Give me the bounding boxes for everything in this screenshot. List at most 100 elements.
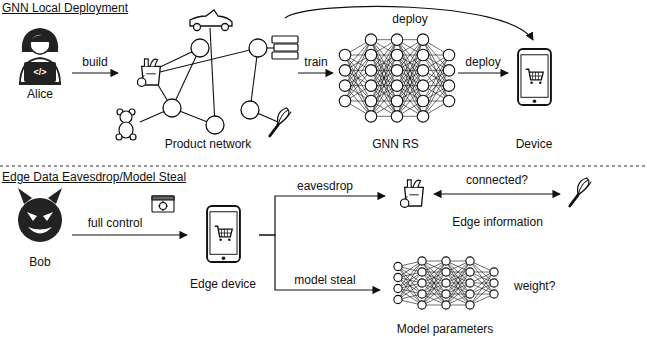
teddy-icon [116, 134, 122, 140]
annotation: </> [33, 67, 46, 78]
network-neuron [443, 80, 455, 92]
network-link [423, 55, 449, 101]
network-neuron [394, 273, 402, 281]
network-neuron [417, 111, 429, 123]
network-neuron [339, 80, 351, 92]
network-neuron [442, 279, 450, 287]
network-neuron [391, 34, 403, 46]
graph-vertices [249, 39, 267, 57]
network-link [397, 70, 423, 116]
edge-label: eavesdrop [296, 180, 354, 193]
icon-node: Bob [8, 186, 72, 270]
grocery-icon [400, 180, 423, 208]
network-neuron [442, 301, 450, 309]
connection-arrow [434, 193, 560, 194]
network-neuron [391, 65, 403, 77]
edge-label: train [303, 56, 328, 69]
node-label: Alice [27, 87, 53, 102]
node-label: Edge information [452, 215, 543, 230]
icon-node: Device [508, 40, 560, 152]
alice-icon [20, 58, 60, 84]
edge-label: build [81, 56, 108, 69]
books-icon [272, 52, 298, 59]
network-link [446, 261, 470, 294]
edge-label: full control [87, 217, 144, 230]
control-icon [152, 196, 174, 212]
network-link [345, 40, 371, 86]
network-neuron [443, 65, 455, 77]
network-neuron [443, 49, 455, 61]
node-label: Bob [29, 255, 50, 270]
network-neuron [391, 49, 403, 61]
teddy-icon [130, 134, 136, 140]
flow-arrow [298, 72, 333, 73]
network-neuron [417, 65, 429, 77]
annotation: connected? [466, 173, 528, 187]
network-neuron [417, 49, 429, 61]
icon-node: Alice [8, 28, 72, 102]
car-icon [222, 24, 229, 31]
devil-icon [18, 198, 62, 242]
network-neuron [418, 268, 426, 276]
edge-label: deploy [464, 56, 501, 69]
network-neuron [418, 290, 426, 298]
network-neuron [442, 268, 450, 276]
panel-title: GNN Local Deployment [2, 1, 128, 15]
network-link [422, 272, 446, 305]
network-link [446, 272, 470, 305]
network-neuron [490, 290, 498, 298]
node-label: Device [516, 137, 553, 152]
edge-label: model steal [293, 274, 356, 287]
network-link [423, 55, 449, 101]
flow-arrow [72, 72, 118, 73]
devil-icon [27, 212, 37, 221]
phone-icon [207, 206, 240, 262]
graph-edges [140, 28, 280, 125]
control-icon [160, 203, 167, 210]
whisk-icon [570, 178, 591, 206]
network-neuron [365, 49, 377, 61]
network-neuron [365, 95, 377, 107]
network-neuron [339, 65, 351, 77]
network-neuron [394, 295, 402, 303]
books-icon [272, 36, 298, 59]
network-neuron [466, 290, 474, 298]
alice-icon [30, 34, 50, 54]
control-icon [152, 196, 174, 200]
alice-icon [30, 35, 50, 42]
graph-vertices [241, 101, 259, 119]
graph-edges [160, 48, 258, 72]
graph-edges [172, 48, 200, 108]
network-neuron [417, 34, 429, 46]
network-neuron [418, 279, 426, 287]
network-link [470, 261, 494, 294]
network-link [345, 70, 371, 116]
alice-icon [19, 28, 61, 85]
network-neuron [391, 111, 403, 123]
devil-icon [43, 212, 53, 221]
network-neuron [391, 80, 403, 92]
network-link [446, 261, 470, 294]
graph-vertices [163, 39, 267, 134]
network-neuron [394, 284, 402, 292]
network-neuron [466, 257, 474, 265]
graph-vertices [163, 99, 181, 117]
control-icon [158, 201, 168, 211]
network-neuron [442, 290, 450, 298]
network-neuron [365, 111, 377, 123]
alice-icon [19, 82, 61, 85]
network-neuron [417, 95, 429, 107]
node-label: GNN RS [372, 137, 419, 152]
network-link [345, 55, 371, 101]
graph-vertices [206, 116, 224, 134]
network-neuron [391, 95, 403, 107]
node-label: Product network [165, 137, 252, 152]
network-neuron [339, 49, 351, 61]
network-neuron [365, 34, 377, 46]
teddy-icon [120, 111, 132, 123]
network-link [422, 261, 446, 294]
flow-arrow [458, 72, 508, 73]
neural-network [339, 34, 455, 122]
flow-arrow [285, 6, 533, 40]
graph-vertices [191, 39, 209, 57]
